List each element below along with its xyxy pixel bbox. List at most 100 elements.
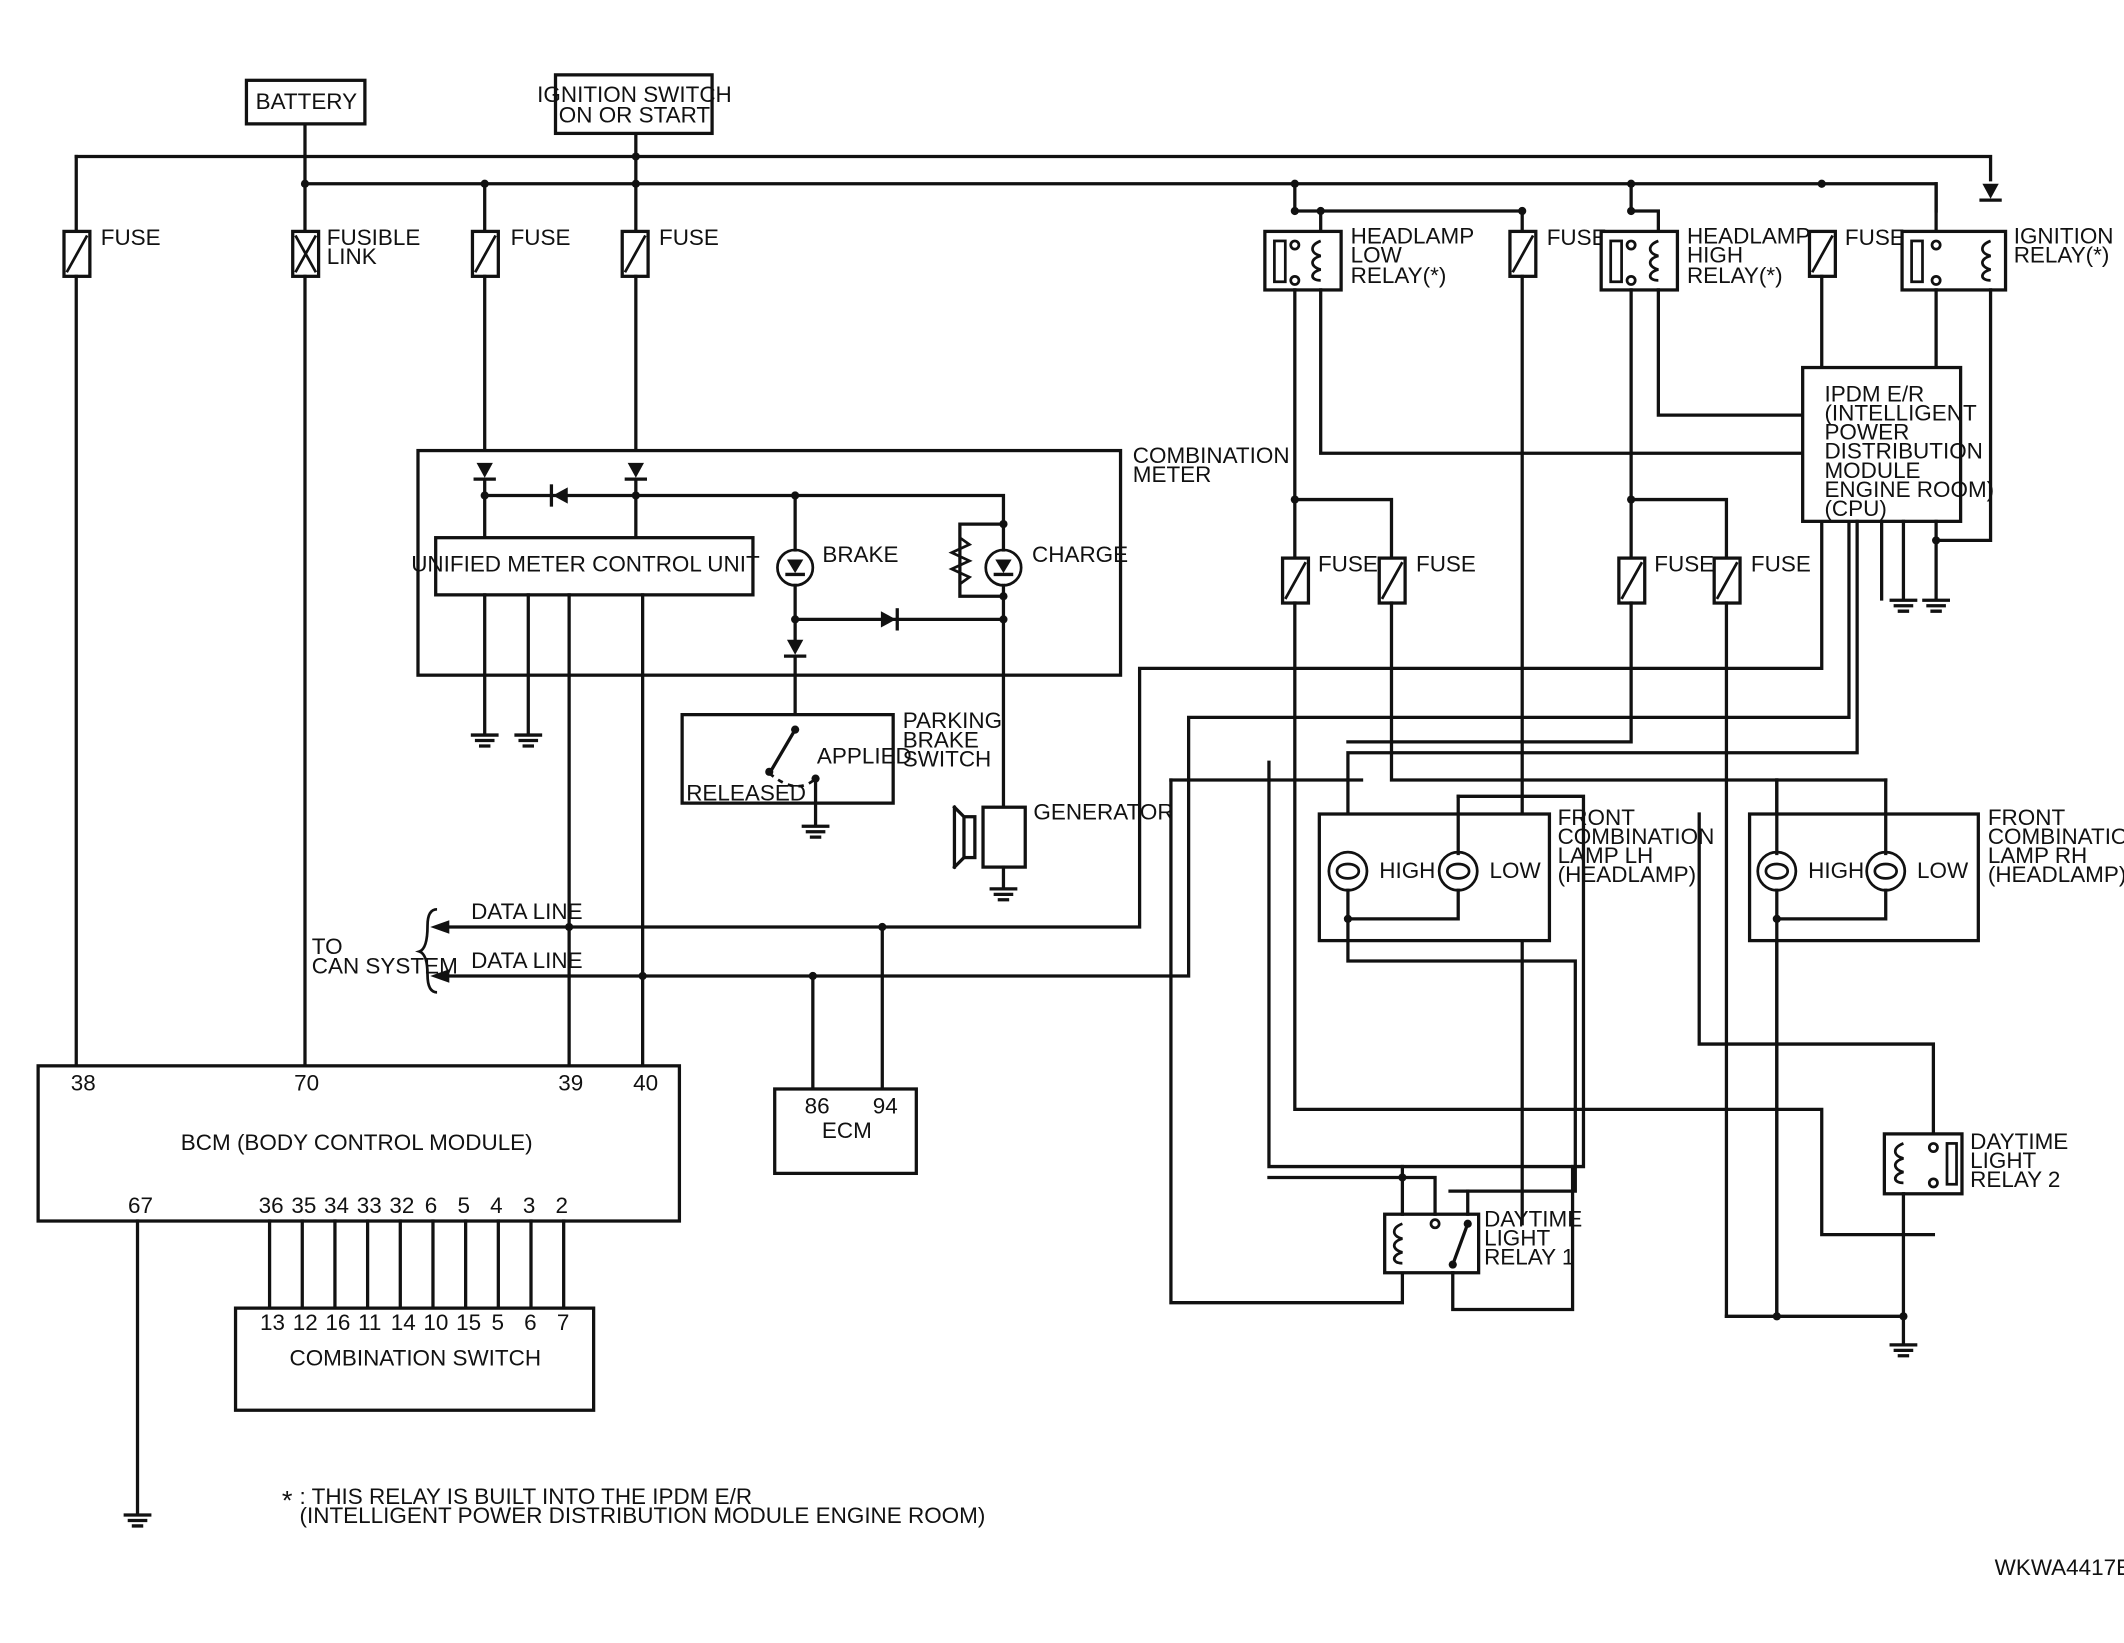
resistor-icon [948,536,973,586]
daytime1-label-1: DAYTIME [1484,1206,1582,1231]
data-line-label-2: DATA LINE [471,948,583,973]
headlamp-low-label-2: LOW [1351,243,1403,268]
switch-pin: 6 [524,1310,537,1335]
lamp-high-label: HIGH [1379,858,1435,883]
headlamp-low-label-3: RELAY(*) [1351,263,1447,288]
bcm: 38 70 39 40 BCM (BODY CONTROL MODULE) 67… [36,1064,682,1223]
parking-brake-label-2: BRAKE [903,727,979,752]
bcm-pin: 40 [633,1070,658,1095]
can-brace [415,907,438,994]
footnote-line-1: : THIS RELAY IS BUILT INTO THE IPDM E/R [300,1484,753,1509]
ignition-switch-label-1: IGNITION SWITCH [537,82,732,107]
charge-label: CHARGE [1032,542,1128,567]
ignition-relay-label-2: RELAY(*) [2014,243,2110,268]
footnote-star: * [282,1485,293,1516]
lamp-rh-label-4: (HEADLAMP) [1988,862,2124,887]
switch-pin: 10 [423,1310,448,1335]
fuse-left-1: FUSE [62,225,161,278]
switch-pin: 16 [325,1310,350,1335]
battery-block: BATTERY [244,78,367,126]
relay-coil-icon [1311,239,1322,282]
switch-pin: 13 [260,1310,285,1335]
bcm-switch-wires [123,1219,566,1528]
daytime2-label-1: DAYTIME [1970,1129,2068,1154]
lamp-lh-label-1: FRONT [1558,805,1636,830]
daytime2-label-2: LIGHT [1970,1148,2036,1173]
front-combination-lamp-lh: FRONT COMBINATION LAMP LH (HEADLAMP) HIG… [1267,760,1714,1193]
headlamp-low-relay: HEADLAMP LOW RELAY(*) [1263,182,1805,502]
bcm-pin: 4 [490,1193,503,1218]
daytime1-label-3: RELAY 1 [1484,1245,1574,1270]
fuse-label: FUSE [659,225,719,250]
left-feed-wires [74,274,638,1068]
lamp-high-label: HIGH [1808,858,1864,883]
fuse-label: FUSE [511,225,571,250]
figure-code: WKWA4417E [1995,1555,2124,1580]
switch-pin: 14 [391,1310,416,1335]
ipdm-label-5: MODULE [1824,458,1920,483]
can-system-label: CAN SYSTEM [312,953,458,978]
front-combination-lamp-rh: FRONT COMBINATION LAMP RH (HEADLAMP) HIG… [1697,778,2124,1318]
relay-coil-icon [1392,1222,1403,1265]
fuse-label: FUSE [1751,552,1811,577]
headlamp-high-label-2: HIGH [1687,243,1743,268]
bcm-pin: 67 [128,1193,153,1218]
combination-meter: COMBINATION METER UNIFIED METER CONTROL … [411,443,1290,1068]
ecm: 86 94 ECM [773,1087,918,1176]
fuse-mid-2: FUSE [1807,225,1905,370]
headlamp-low-label-1: HEADLAMP [1351,224,1475,249]
diode-icon [476,462,493,478]
switch-pin: 12 [293,1310,318,1335]
fuse-left-3: FUSE [620,225,719,278]
diode-icon [880,611,896,628]
daytime2-label-3: RELAY 2 [1970,1167,2060,1192]
ground-icon [470,733,543,748]
bcm-pin: 38 [71,1070,96,1095]
ipdm-label-3: POWER [1824,420,1909,445]
combination-switch-title: COMBINATION SWITCH [289,1345,541,1370]
ecm-title: ECM [822,1118,872,1143]
parking-brake-label-1: PARKING [903,708,1002,733]
applied-label: APPLIED [817,744,912,769]
generator-label: GENERATOR [1033,799,1173,824]
data-line-label-1: DATA LINE [471,899,583,924]
ipdm-label-4: DISTRIBUTION [1824,439,1982,464]
fuse-label: FUSE [1416,552,1476,577]
relay-coil-icon [1981,239,1992,282]
bcm-pin: 3 [523,1193,536,1218]
bcm-pin: 33 [357,1193,382,1218]
fuse-label: FUSE [1845,225,1905,250]
ipdm-label-1: IPDM E/R [1824,382,1924,407]
ignition-switch-label-2: ON OR START [559,103,711,128]
lamp-low-label: LOW [1490,858,1542,883]
ipdm-label-2: (INTELLIGENT [1824,401,1977,426]
fusible-link-label-1: FUSIBLE [327,225,421,250]
fuse-label: FUSE [1654,552,1714,577]
daytime-light-relay-1: DAYTIME LIGHT RELAY 1 [1169,778,1582,1312]
unified-meter-label: UNIFIED METER CONTROL UNIT [411,552,760,577]
fuse-left-2: FUSE [470,225,571,278]
bcm-pin: 34 [324,1193,349,1218]
bcm-pin: 70 [294,1070,319,1095]
bcm-title: BCM (BODY CONTROL MODULE) [181,1130,533,1155]
combination-switch: 13 12 16 11 14 10 15 5 6 7 COMBINATION S… [233,1306,596,1412]
daytime-light-relay-2: DAYTIME LIGHT RELAY 2 [1724,1129,2068,1358]
battery-label: BATTERY [256,89,358,114]
footnote: * : THIS RELAY IS BUILT INTO THE IPDM E/… [282,1484,985,1528]
fuse-label: FUSE [1318,552,1378,577]
parking-brake-switch: APPLIED RELEASED PARKING BRAKE SWITCH [680,708,1002,839]
ignition-relay-diode [1982,183,1999,199]
diode-icon [552,487,568,504]
lamp-rh-label-2: COMBINATION [1988,824,2124,849]
ipdm-er: IPDM E/R (INTELLIGENT POWER DISTRIBUTION… [1346,365,1994,856]
bcm-pin: 32 [389,1193,414,1218]
lamp-rh-label-3: LAMP RH [1988,843,2087,868]
fusible-link: FUSIBLE LINK [291,225,421,278]
power-bus [74,122,2002,234]
bcm-pin: 35 [291,1193,316,1218]
fuse-pair-rh: FUSE FUSE [1346,495,1811,1318]
bcm-pin: 5 [457,1193,470,1218]
diode-icon [627,462,645,478]
fusible-link-label-2: LINK [327,244,377,269]
